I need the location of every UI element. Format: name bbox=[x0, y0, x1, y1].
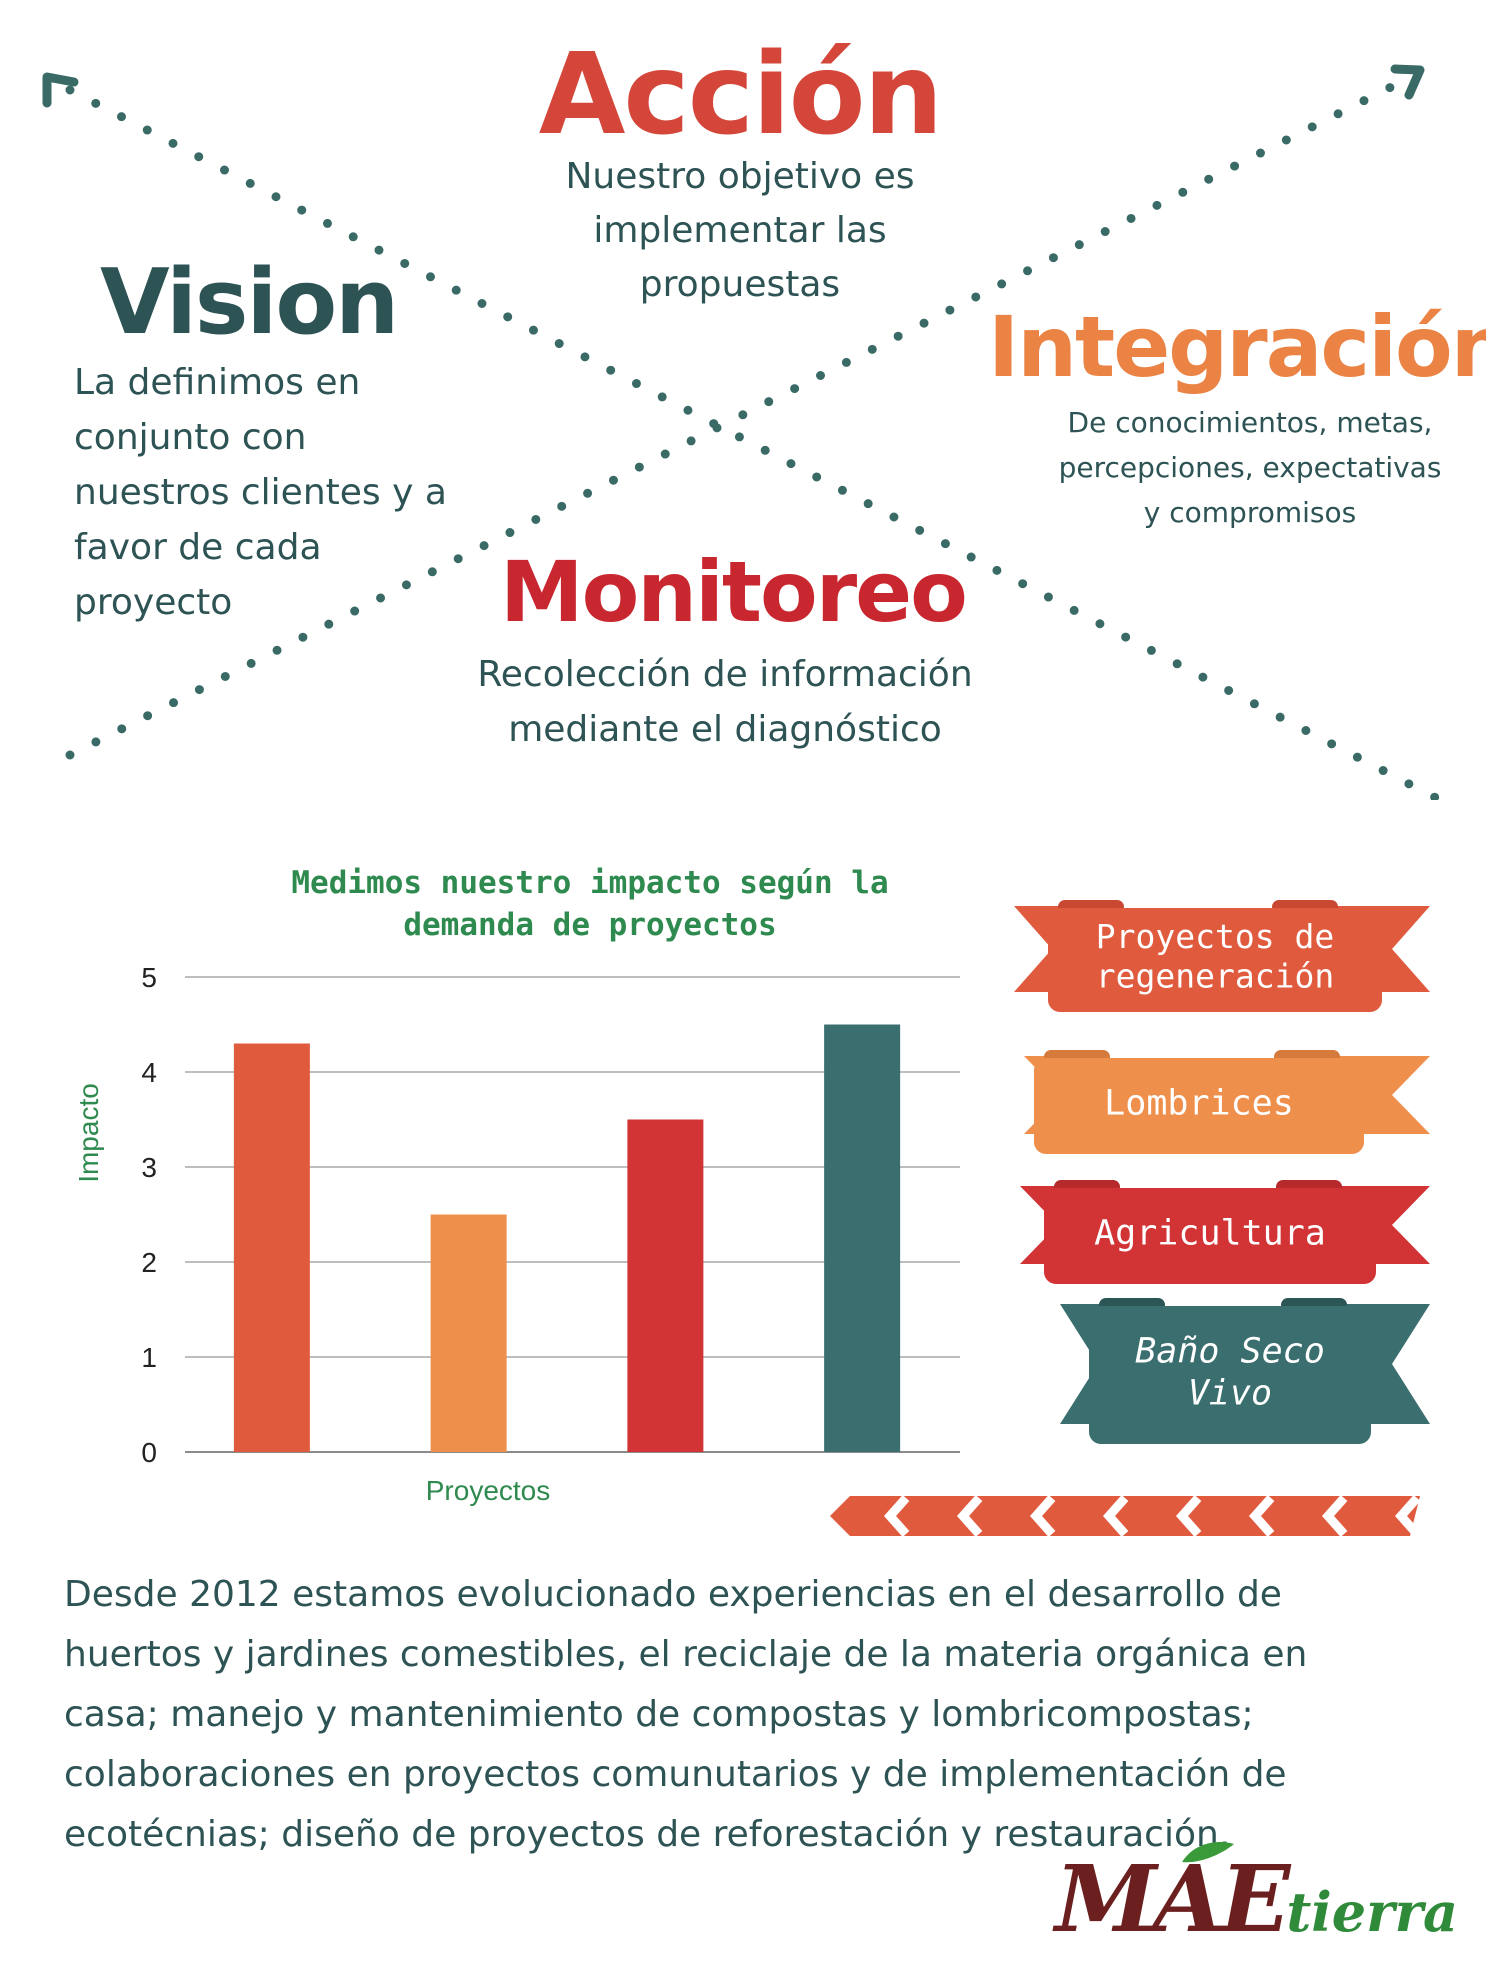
chart-title-line: demanda de proyectos bbox=[403, 907, 777, 943]
y-tick-label: 3 bbox=[141, 1152, 157, 1183]
integracion-text-line: percepciones, expectativas bbox=[1058, 451, 1442, 484]
y-tick-label: 4 bbox=[141, 1057, 157, 1088]
vision-text: La definimos en conjunto con nuestros cl… bbox=[74, 355, 494, 630]
dotted-line-descending bbox=[65, 85, 1445, 800]
integracion-text-line: De conocimientos, metas, bbox=[1067, 406, 1433, 439]
accion-text-line: propuestas bbox=[639, 264, 841, 305]
ribbon-body bbox=[1034, 1058, 1364, 1154]
chart-bar bbox=[824, 1024, 901, 1452]
legend-ribbon: Agricultura bbox=[1020, 1180, 1430, 1284]
vision-text-line: proyecto bbox=[74, 582, 233, 623]
arrow-up-left-icon bbox=[42, 72, 79, 108]
brand-logo: MAEtierra bbox=[1055, 1845, 1458, 1953]
vision-text-line: conjunto con bbox=[74, 417, 307, 458]
paragraph-line: Desde 2012 estamos evolucionado experien… bbox=[64, 1574, 1282, 1615]
chart-bars bbox=[233, 1024, 901, 1452]
vision-text-line: nuestros clientes y a bbox=[74, 472, 447, 513]
description-paragraph: Desde 2012 estamos evolucionado experien… bbox=[64, 1565, 1464, 1865]
logo-tierra: tierra bbox=[1286, 1880, 1459, 1944]
impact-bar-chart: 0 1 2 3 4 5 Impacto Proyectos bbox=[73, 962, 960, 1506]
y-tick-label: 5 bbox=[141, 962, 157, 993]
ribbon-label: Baño Seco bbox=[1135, 1331, 1325, 1371]
legend-ribbon: Lombrices bbox=[1024, 1050, 1430, 1154]
ribbon-label: Proyectos de bbox=[1096, 917, 1334, 956]
monitoreo-text: Recolección de información mediante el d… bbox=[440, 647, 1010, 757]
ribbon-label: Lombrices bbox=[1104, 1083, 1294, 1123]
y-tick-label: 1 bbox=[141, 1342, 157, 1373]
monitoreo-text-line: mediante el diagnóstico bbox=[508, 709, 942, 750]
paragraph-line: huertos y jardines comestibles, el recic… bbox=[64, 1634, 1308, 1675]
integracion-text: De conocimientos, metas, percepciones, e… bbox=[1030, 400, 1470, 535]
ribbon-body bbox=[1044, 1188, 1376, 1284]
paragraph-line: casa; manejo y mantenimiento de composta… bbox=[64, 1694, 1254, 1735]
integracion-text-line: y compromisos bbox=[1143, 496, 1357, 529]
paragraph-line: colaboraciones en proyectos comunutarios… bbox=[64, 1754, 1287, 1795]
chevron-strip-icon bbox=[830, 1495, 1421, 1537]
logo-mae: MAE bbox=[1055, 1845, 1290, 1953]
vision-text-line: La definimos en bbox=[74, 362, 361, 403]
monitoreo-text-line: Recolección de información bbox=[477, 654, 973, 695]
accion-text: Nuestro objetivo es implementar las prop… bbox=[480, 150, 1000, 312]
chart-title: Medimos nuestro impacto según la demanda… bbox=[200, 862, 980, 946]
chevron-mark bbox=[1394, 1495, 1421, 1537]
ribbon-body bbox=[1089, 1306, 1371, 1444]
arrow-up-right-icon bbox=[1390, 64, 1425, 100]
paragraph-line: ecotécnias; diseño de proyectos de refor… bbox=[64, 1814, 1231, 1855]
accion-text-line: implementar las bbox=[593, 210, 887, 251]
accion-title: Acción bbox=[538, 30, 944, 160]
chevron-mark bbox=[1248, 1495, 1275, 1537]
integracion-title: Integración bbox=[988, 298, 1486, 396]
monitoreo-title: Monitoreo bbox=[500, 543, 968, 641]
chart-y-ticks: 0 1 2 3 4 5 bbox=[141, 962, 157, 1468]
ribbon-label: Agricultura bbox=[1094, 1213, 1326, 1253]
chart-y-label: Impacto bbox=[73, 1083, 104, 1183]
chevron-mark bbox=[1029, 1495, 1056, 1537]
ribbon-label: Vivo bbox=[1188, 1373, 1272, 1413]
vision-title: Vision bbox=[100, 250, 399, 355]
accion-text-line: Nuestro objetivo es bbox=[565, 156, 915, 197]
chevron-mark bbox=[956, 1495, 983, 1537]
chevron-mark bbox=[1321, 1495, 1348, 1537]
ribbon-body bbox=[1048, 908, 1382, 1012]
chevron-mark bbox=[1102, 1495, 1129, 1537]
legend-ribbons: Proyectos deregeneraciónLombricesAgricul… bbox=[1014, 900, 1430, 1444]
vision-text-line: favor de cada bbox=[74, 527, 322, 568]
chart-bar bbox=[627, 1119, 704, 1452]
chevron-mark bbox=[883, 1495, 910, 1537]
chart-bar bbox=[233, 1043, 310, 1452]
ribbon-label: regeneración bbox=[1096, 956, 1334, 995]
chevron-mark bbox=[1175, 1495, 1202, 1537]
chart-title-line: Medimos nuestro impacto según la bbox=[291, 865, 889, 901]
chart-bar bbox=[430, 1214, 507, 1452]
y-tick-label: 2 bbox=[141, 1247, 157, 1278]
chart-x-label: Proyectos bbox=[426, 1475, 551, 1506]
dotted-cross-diagram bbox=[42, 64, 1445, 800]
y-tick-label: 0 bbox=[141, 1437, 157, 1468]
leaf-icon bbox=[1182, 1841, 1234, 1863]
